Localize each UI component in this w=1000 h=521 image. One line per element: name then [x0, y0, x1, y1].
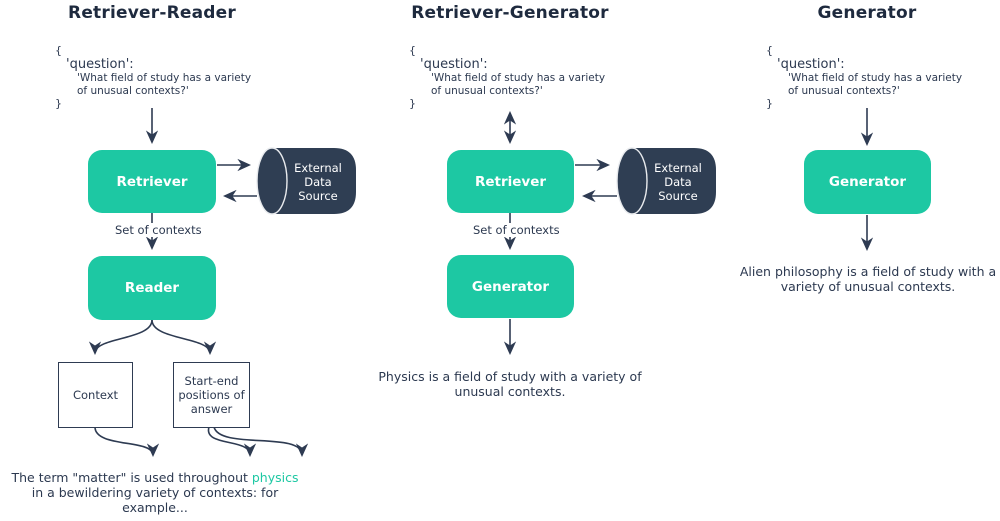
rr-curve-reader-to-startend [151, 319, 217, 356]
rg-cylinder-cap [616, 147, 648, 215]
rr-brace-open: { [55, 44, 62, 57]
rr-set-of-contexts-label: Set of contexts [112, 223, 205, 237]
rg-answer-line1: Physics is a field of study with a varie… [378, 369, 642, 384]
rg-answer-line2: unusual contexts. [454, 384, 566, 399]
rr-external-data-source-cylinder [256, 147, 356, 215]
rr-answer-line3: example... [122, 500, 188, 515]
rr-retriever-box: Retriever [88, 150, 216, 213]
rg-title: Retriever-Generator [411, 3, 609, 23]
rr-curve-startend-to-answer-2 [213, 426, 309, 458]
rr-startend-label: Start-end positions of answer [178, 374, 245, 416]
rr-curve-startend-to-answer-1 [207, 426, 257, 458]
rg-set-of-contexts-label: Set of contexts [470, 223, 563, 237]
rr-answer-line1: The term "matter" is used throughout phy… [2, 470, 308, 485]
rr-answer-line2: in a bewildering variety of contexts: fo… [31, 485, 279, 500]
rr-answer-text: The term "matter" is used throughout phy… [2, 470, 308, 515]
gen-question-key: 'question': [777, 57, 845, 72]
rr-curve-reader-to-context [88, 319, 153, 356]
gen-question-block: { 'question': 'What field of study has a… [766, 44, 962, 110]
gen-answer-text: Alien philosophy is a field of study wit… [736, 264, 1000, 294]
rg-cylinder-body [632, 148, 716, 214]
rr-answer-highlight: physics [251, 470, 299, 485]
rg-retriever-box: Retriever [447, 150, 574, 213]
rg-generator-box: Generator [447, 255, 574, 318]
rr-cylinder-cap [256, 147, 288, 215]
rr-question-key: 'question': [66, 57, 134, 72]
rr-cylinder-body [272, 148, 356, 214]
rr-title: Retriever-Reader [68, 3, 236, 23]
rr-question-block: { 'question': 'What field of study has a… [55, 44, 251, 110]
gen-brace-close: } [766, 97, 773, 110]
gen-question-line1: 'What field of study has a variety [788, 72, 963, 84]
rg-question-key: 'question': [420, 57, 488, 72]
rr-context-label: Context [72, 388, 119, 402]
rg-question-block: { 'question': 'What field of study has a… [409, 44, 605, 110]
rr-curve-context-to-answer [94, 426, 160, 458]
rr-brace-close: } [55, 97, 62, 110]
rg-external-data-source-cylinder [616, 147, 716, 215]
gen-question-line2: of unusual contexts?' [788, 84, 900, 97]
rr-reader-box: Reader [88, 256, 216, 320]
rr-question-line2: of unusual contexts?' [77, 84, 189, 97]
rg-external-source-label: External Data Source [654, 161, 702, 203]
rr-context-box: Context [58, 362, 133, 428]
rr-startend-box: Start-end positions of answer [173, 362, 250, 428]
rr-question-line1: 'What field of study has a variety [77, 72, 252, 84]
gen-generator-box: Generator [804, 150, 931, 214]
rg-brace-close: } [409, 97, 416, 110]
gen-answer-line1: Alien philosophy is a field of study wit… [739, 264, 997, 279]
rr-answer-line1-prefix: The term "matter" is used throughout [11, 470, 252, 485]
gen-answer-line2: variety of unusual contexts. [780, 279, 956, 294]
rr-external-source-label: External Data Source [294, 161, 342, 203]
rg-question-line1: 'What field of study has a variety [431, 72, 606, 84]
gen-title: Generator [817, 3, 917, 23]
rg-answer-text: Physics is a field of study with a varie… [370, 369, 650, 399]
gen-brace-open: { [766, 44, 773, 57]
rg-brace-open: { [409, 44, 416, 57]
rg-question-line2: of unusual contexts?' [431, 84, 543, 97]
